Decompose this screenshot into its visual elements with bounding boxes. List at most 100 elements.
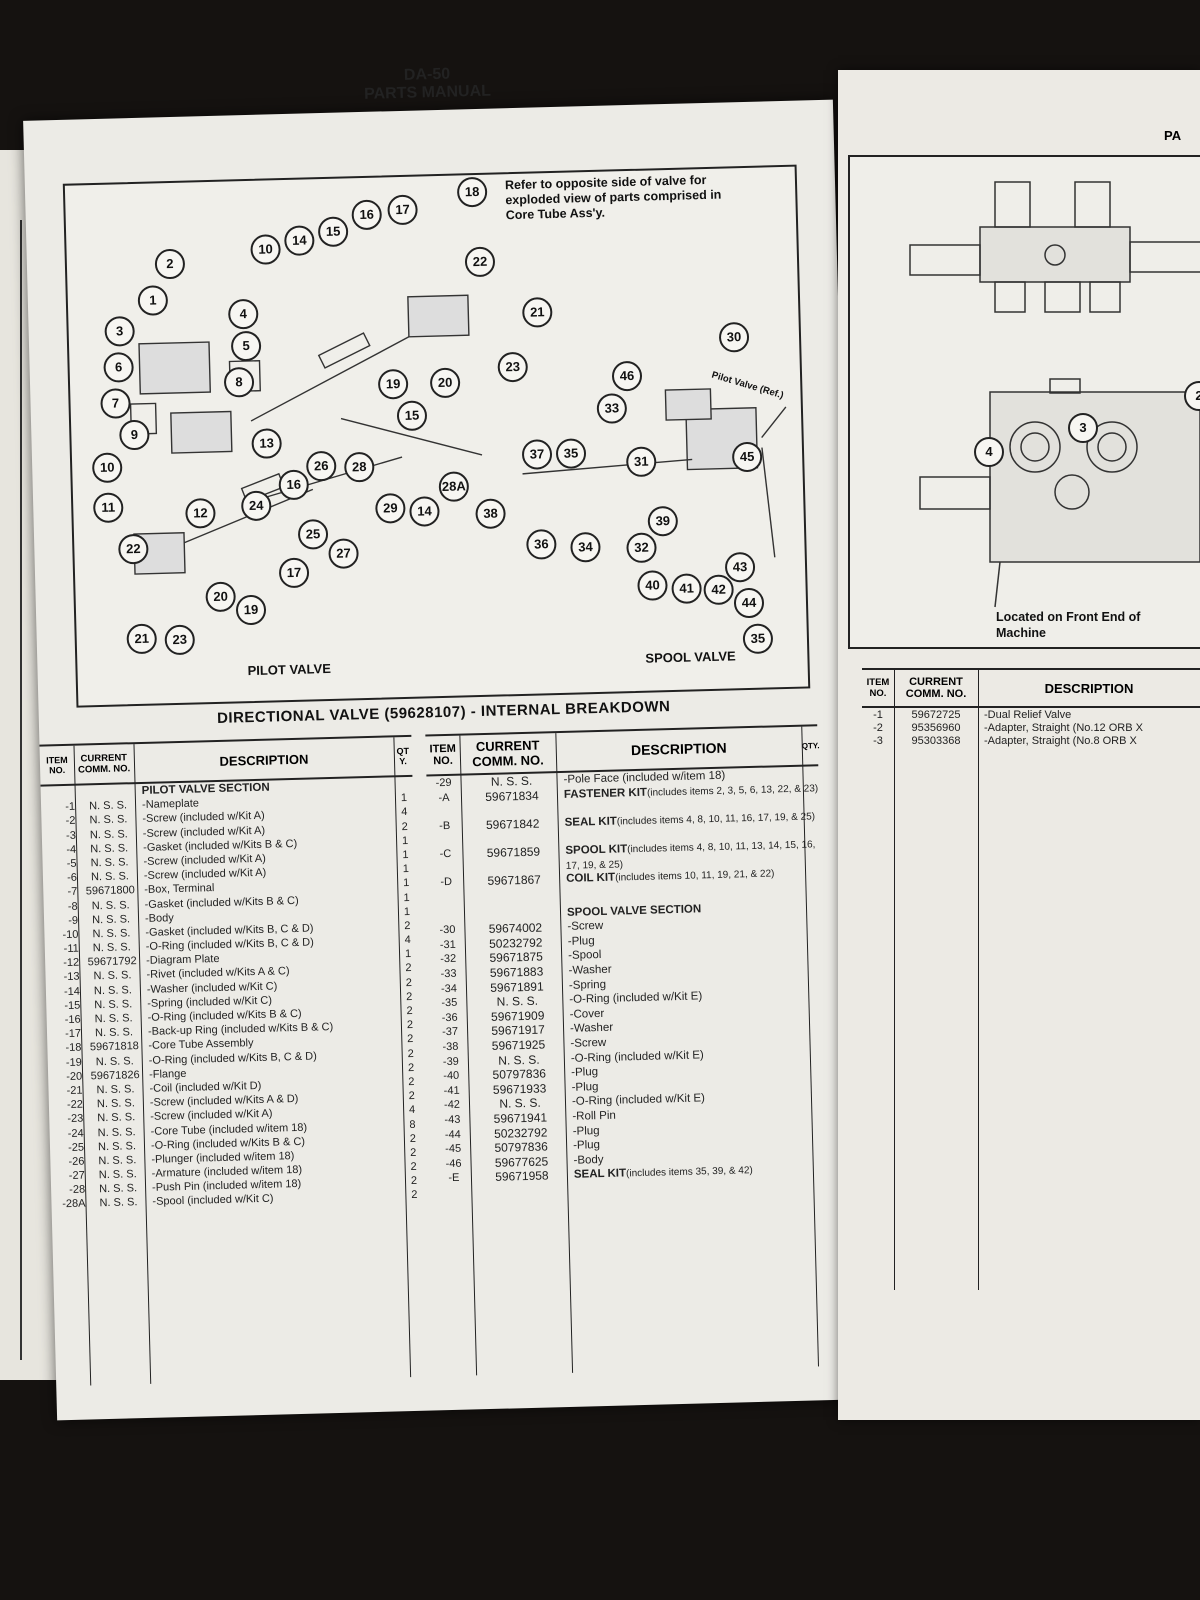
item-no: -C — [439, 847, 452, 860]
qty: 1 — [400, 792, 408, 805]
comm-no: 59671792 — [87, 955, 137, 969]
comm-no: 59671842 — [485, 816, 540, 832]
comm-no: N. S. S. — [97, 1139, 137, 1153]
relief-valve-figure: 3 4 2 Located on Front End of Machine — [848, 155, 1200, 649]
comm-no: 95303368 — [911, 735, 961, 747]
comm-no: N. S. S. — [90, 842, 129, 856]
item-no: -40 — [443, 1069, 460, 1083]
item-no: -6 — [67, 871, 78, 885]
qty: 2 — [405, 976, 413, 989]
kit-name: COIL KIT — [565, 871, 616, 885]
facing-table-header: ITEM NO. CURRENT COMM. NO. DESCRIPTION — [862, 670, 1200, 708]
item-no: -25 — [67, 1141, 85, 1154]
item-no: -41 — [443, 1084, 460, 1097]
qty: 2 — [410, 1160, 417, 1174]
qty: 2 — [407, 1047, 414, 1060]
comm-no: N. S. S. — [96, 1097, 135, 1111]
comm-no: N. S. S. — [90, 856, 129, 870]
item-no: -1 — [873, 709, 883, 721]
comm-no: N. S. S. — [93, 983, 133, 997]
comm-no: N. S. S. — [97, 1125, 136, 1139]
item-no: -2 — [65, 815, 76, 828]
description: COIL KIT(includes items 10, 11, 19, 21, … — [562, 865, 822, 900]
comm-no: 59671958 — [495, 1168, 549, 1185]
comm-no: 95356960 — [911, 722, 961, 734]
qty: 4 — [401, 806, 408, 819]
qty: 1 — [403, 905, 411, 918]
facing-page-header: PA — [1164, 128, 1182, 143]
comm-no: N. S. S. — [98, 1154, 137, 1168]
qty: 2 — [407, 1033, 414, 1046]
item-no: -18 — [65, 1041, 82, 1055]
item-no: -45 — [445, 1142, 462, 1156]
item-no: -3 — [65, 829, 77, 842]
qty: 2 — [407, 1061, 415, 1074]
item-no: -33 — [440, 967, 457, 981]
comm-no: 59671834 — [485, 788, 539, 804]
qty: 2 — [410, 1175, 418, 1188]
item-no: -22 — [66, 1098, 84, 1112]
comm-no: 59671826 — [90, 1068, 140, 1083]
col-qty: QTY. — [396, 745, 410, 767]
pilot-valve-parts-table: ITEM NO. CURRENT COMM. NO. DESCRIPTION Q… — [39, 734, 429, 1387]
item-no: -32 — [440, 953, 457, 966]
item-no — [41, 786, 78, 801]
qty: 2 — [408, 1090, 416, 1103]
qty: 2 — [409, 1132, 417, 1145]
comm-no: 59671867 — [487, 872, 542, 888]
item-no: -17 — [64, 1027, 82, 1041]
item-no: -43 — [444, 1113, 461, 1127]
qty: 2 — [408, 1075, 415, 1089]
comm-no: N. S. S. — [98, 1168, 137, 1182]
comm-no: N. S. S. — [93, 969, 132, 983]
comm-no — [78, 784, 138, 800]
col-desc: DESCRIPTION — [219, 751, 309, 769]
comm-no: N. S. S. — [95, 1054, 134, 1068]
item-no: -4 — [66, 843, 77, 856]
qty: 1 — [401, 834, 409, 847]
item-no: -31 — [439, 938, 456, 951]
comm-no: N. S. S. — [94, 1012, 133, 1026]
item-no: -23 — [67, 1112, 84, 1126]
qty: 2 — [405, 990, 413, 1003]
facing-page: PA 3 — [838, 70, 1200, 1420]
qty: 2 — [404, 919, 411, 932]
item-no: -E — [448, 1172, 460, 1185]
item-no: -28 — [69, 1183, 86, 1197]
item-no: -11 — [63, 942, 79, 956]
relief-valve-parts-table: ITEM NO. CURRENT COMM. NO. DESCRIPTION -… — [862, 668, 1200, 1290]
facing-col-desc: DESCRIPTION — [1044, 680, 1134, 696]
comm-no: N. S. S. — [88, 799, 128, 813]
item-no: -28A — [62, 1198, 86, 1211]
item-no: -30 — [439, 923, 456, 937]
qty: 2 — [411, 1189, 418, 1202]
facing-col-item: ITEM NO. — [866, 677, 890, 699]
item-no — [430, 908, 467, 924]
item-no: -B — [439, 819, 451, 832]
qty: 2 — [401, 820, 408, 833]
item-no: -9 — [68, 914, 79, 927]
item-no: -46 — [445, 1157, 462, 1170]
spool-valve-parts-table: ITEM NO. CURRENT COMM. NO. DESCRIPTION Q… — [425, 724, 834, 1377]
comm-no: N. S. S. — [91, 912, 131, 926]
item-no: -34 — [440, 982, 458, 995]
comm-no: 59672725 — [911, 709, 961, 721]
item-no: -10 — [62, 928, 79, 941]
item-no: -44 — [444, 1128, 461, 1141]
facing-col-comm: CURRENT COMM. NO. — [905, 676, 967, 700]
qty: 4 — [404, 934, 411, 947]
description: -Adapter, Straight (No.8 ORB X — [984, 735, 1137, 747]
item-no: -1 — [65, 800, 76, 814]
comm-no: 59671859 — [486, 844, 541, 860]
col-qty-right: QTY. — [801, 740, 820, 751]
item-no: -21 — [66, 1084, 83, 1097]
col-comm: CURRENT COMM. NO. — [77, 752, 131, 776]
kit-contents: (includes items 2, 3, 5, 6, 13, 22, & 23… — [646, 782, 819, 799]
item-no: -5 — [66, 857, 77, 870]
item-no: -D — [440, 875, 453, 888]
item-no: -12 — [63, 956, 80, 970]
qty: 2 — [405, 962, 412, 975]
